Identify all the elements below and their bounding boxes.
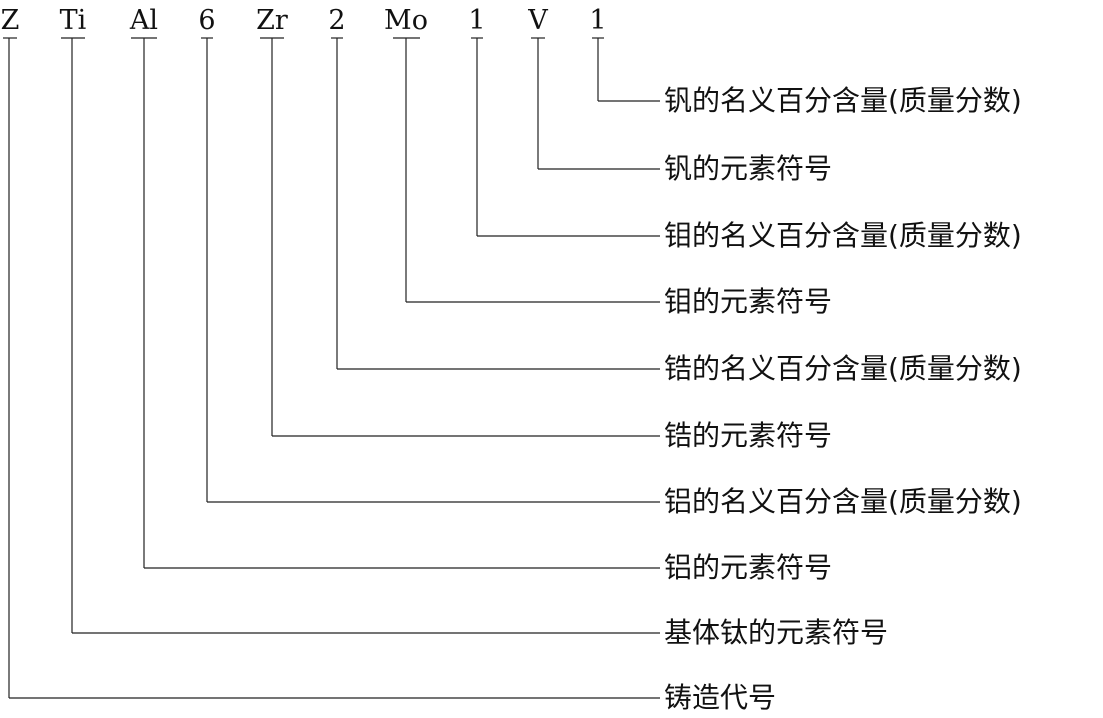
token-v: V (528, 5, 548, 36)
label-zr-content: 锆的名义百分含量(质量分数) (664, 352, 1022, 385)
token-z: Z (0, 5, 20, 36)
label-mo-symbol: 钼的元素符号 (664, 285, 833, 318)
token-1b: 1 (589, 5, 607, 36)
label-ti-symbol: 基体钛的元素符号 (664, 616, 889, 649)
label-zr-symbol: 锆的元素符号 (664, 419, 833, 452)
label-v-symbol: 钒的元素符号 (664, 152, 833, 185)
token-6: 6 (198, 5, 216, 36)
token-ti: Ti (59, 5, 87, 36)
label-al-content: 铝的名义百分含量(质量分数) (664, 485, 1022, 518)
label-casting-code: 铸造代号 (664, 681, 777, 714)
token-zr: Zr (256, 5, 288, 36)
token-mo: Mo (384, 5, 428, 36)
token-1a: 1 (468, 5, 486, 36)
token-al: Al (129, 5, 159, 36)
label-al-symbol: 铝的元素符号 (664, 551, 833, 584)
token-2: 2 (328, 5, 346, 36)
label-mo-content: 钼的名义百分含量(质量分数) (664, 219, 1022, 252)
label-v-content: 钒的名义百分含量(质量分数) (664, 84, 1022, 117)
